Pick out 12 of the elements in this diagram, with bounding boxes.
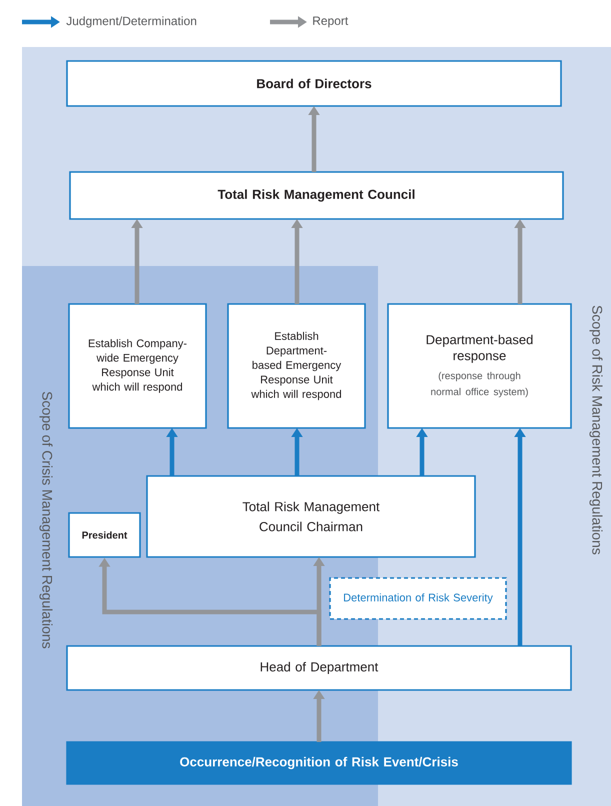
event-box: Occurrence/Recognition of Risk Event/Crisis <box>66 741 572 785</box>
dashed-box: Determination of Risk Severity <box>329 577 507 620</box>
process-box: President <box>68 512 141 558</box>
process-box: Total Risk Management Council <box>69 171 564 220</box>
process-box: Establish Department-based Emergency Response Unit which will respond <box>227 303 366 429</box>
process-box: Board of Directors <box>66 60 562 107</box>
process-box: Total Risk Management Council Chairman <box>146 475 476 558</box>
legend-label: Judgment/Determination <box>66 16 196 28</box>
process-box: Head of Department <box>66 645 572 691</box>
legend-label: Report <box>313 16 348 28</box>
process-box: Department-based response (response through normal office system) <box>387 303 572 429</box>
process-box: Establish Company-wide Emergency Response Unit which will respond <box>68 303 207 429</box>
